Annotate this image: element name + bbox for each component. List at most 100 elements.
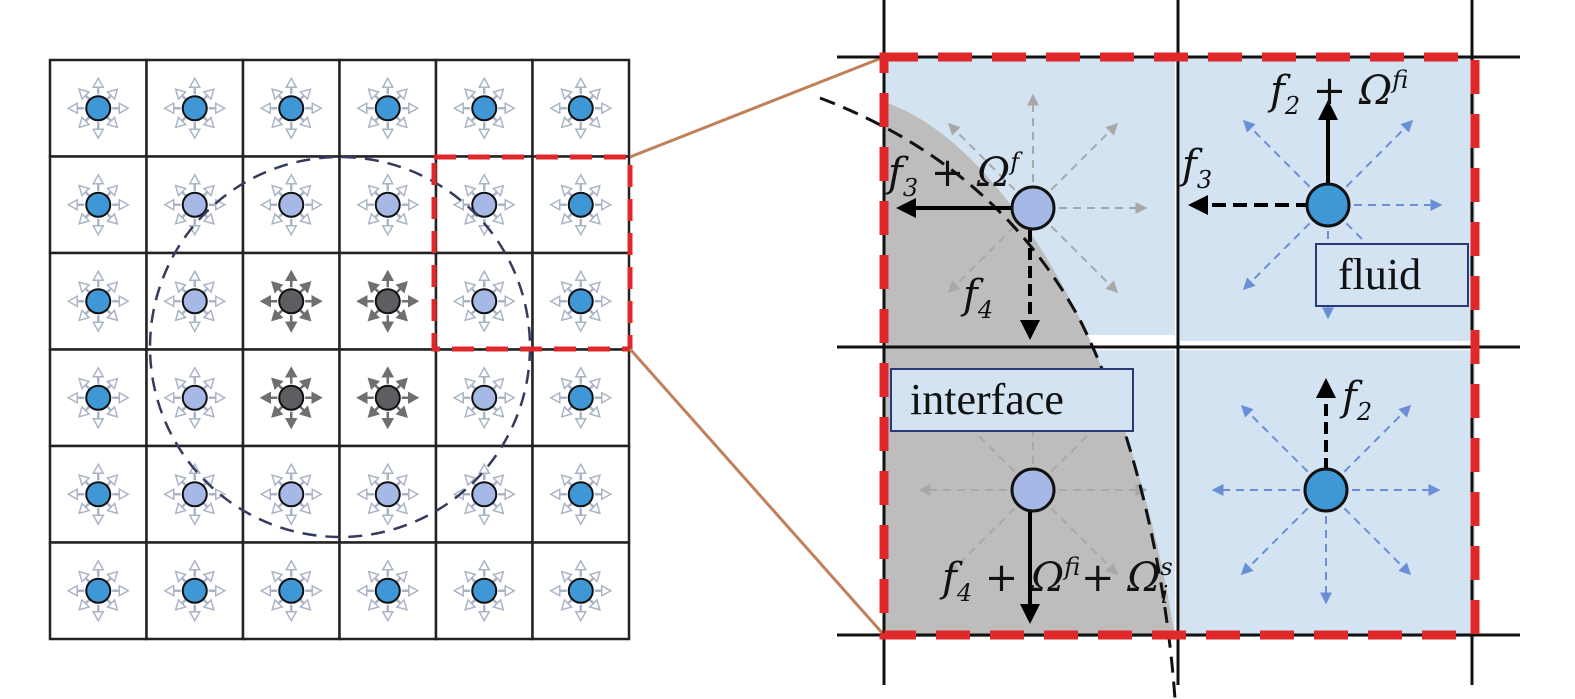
lattice-velocity-arrows [66,76,130,140]
lattice-velocity-arrows [452,462,516,526]
lattice-node-fluid [85,191,112,218]
lattice-node-fluid [567,95,594,122]
lattice-cell [145,444,245,544]
lattice-cell [434,444,534,544]
velocity-direction-arrow [947,122,1016,191]
lattice-cell [531,541,631,641]
lattice-node-fluid [278,95,305,122]
lattice-node-solid [278,288,305,315]
lattice-node-interface [181,288,208,315]
lattice-velocity-arrows [452,269,516,333]
velocity-direction-arrow [1343,507,1412,576]
node-fluid-top-right [1305,182,1351,228]
lattice-cell [338,155,438,255]
lattice-cell [145,58,245,158]
velocity-direction-arrow [1050,225,1119,294]
lattice-cell [434,251,534,351]
lattice-node-interface [374,191,401,218]
fluid-label: fluid [1315,243,1469,307]
lattice-cell [48,541,148,641]
lattice-cell [241,155,341,255]
formula-f4-plus-omega-f-i-plus-omega-s-i: f4 + Ωfi + Ωsi [939,553,1173,609]
lattice-node-fluid [471,95,498,122]
velocity-direction-arrow [1343,404,1412,473]
lattice-node-interface [278,191,305,218]
lattice-node-fluid [567,384,594,411]
lattice-velocity-arrows [66,366,130,430]
lattice-cell [241,251,341,351]
lattice-cell [531,251,631,351]
lattice-cell [48,444,148,544]
lattice-cell [531,348,631,448]
lattice-cell [145,155,245,255]
zoom-connector-bottom [628,348,886,636]
lattice-cell [531,444,631,544]
velocity-direction-arrow [1050,507,1119,576]
lattice-cell [531,58,631,158]
lattice-velocity-arrows [259,462,323,526]
lattice-cell [145,251,245,351]
lattice-node-interface [278,481,305,508]
lattice-cell [338,444,438,544]
lattice-node-fluid [85,481,112,508]
velocity-direction-arrow [947,225,1016,294]
node-fluid-bottom-right [1303,467,1349,513]
lattice-velocity-arrows [259,76,323,140]
lattice-node-fluid [471,577,498,604]
velocity-direction-arrow [1242,119,1311,188]
lattice-cell [338,348,438,448]
lattice-cell [48,58,148,158]
interface-label-text: interface [910,375,1064,424]
lattice-cell [241,444,341,544]
node-interface-top-left [1010,185,1056,231]
lattice-node-fluid [567,481,594,508]
lattice-node-fluid [85,288,112,315]
lattice-node-fluid [181,95,208,122]
velocity-directions [918,93,1443,605]
velocity-direction-arrow [1240,507,1309,576]
lattice-node-interface [471,384,498,411]
lattice-velocity-arrows [549,269,613,333]
velocity-direction-arrow [1242,222,1311,291]
lattice-cell [531,155,631,255]
zoomed-cells-view: fluid interface f3 + Ωf f4 f3 f2 + Ωfi f… [819,0,1520,699]
lattice-node-fluid [85,384,112,411]
lattice-node-fluid [374,95,401,122]
lattice-velocity-arrows [163,269,227,333]
interface-label: interface [890,368,1134,432]
lattice-velocity-arrows [356,269,420,333]
lattice-velocity-arrows [356,366,420,430]
lattice-node-interface [181,384,208,411]
lattice-node-fluid [181,577,208,604]
lattice-node-fluid [374,577,401,604]
lattice-cell [338,541,438,641]
lattice-velocity-arrows [66,173,130,237]
lattice-cell [145,541,245,641]
fluid-label-text: fluid [1338,250,1421,299]
lattice-cell [241,541,341,641]
lattice-velocity-arrows [549,462,613,526]
interface-boundary-curve [819,96,1177,699]
lattice-node-fluid [278,577,305,604]
lattice-cell [48,348,148,448]
velocity-direction-arrow [1345,119,1414,188]
lattice-node-fluid [567,191,594,218]
lattice-node-fluid [85,577,112,604]
lattice-velocity-arrows [549,559,613,623]
zoom-highlight-box [431,154,633,352]
velocity-direction-arrow [1050,122,1119,191]
lattice-node-interface [471,481,498,508]
lattice-cell [434,541,534,641]
lattice-velocity-arrows [356,173,420,237]
velocity-direction-arrow [1240,404,1309,473]
node-interface-bottom-left [1010,467,1056,513]
lattice-cell [241,58,341,158]
lattice-cell [48,155,148,255]
lattice-node-fluid [567,288,594,315]
lattice-cell [338,251,438,351]
lattice-node-interface [181,481,208,508]
lattice-cell [434,155,534,255]
lattice-cell [48,251,148,351]
lattice-grid [48,58,631,641]
